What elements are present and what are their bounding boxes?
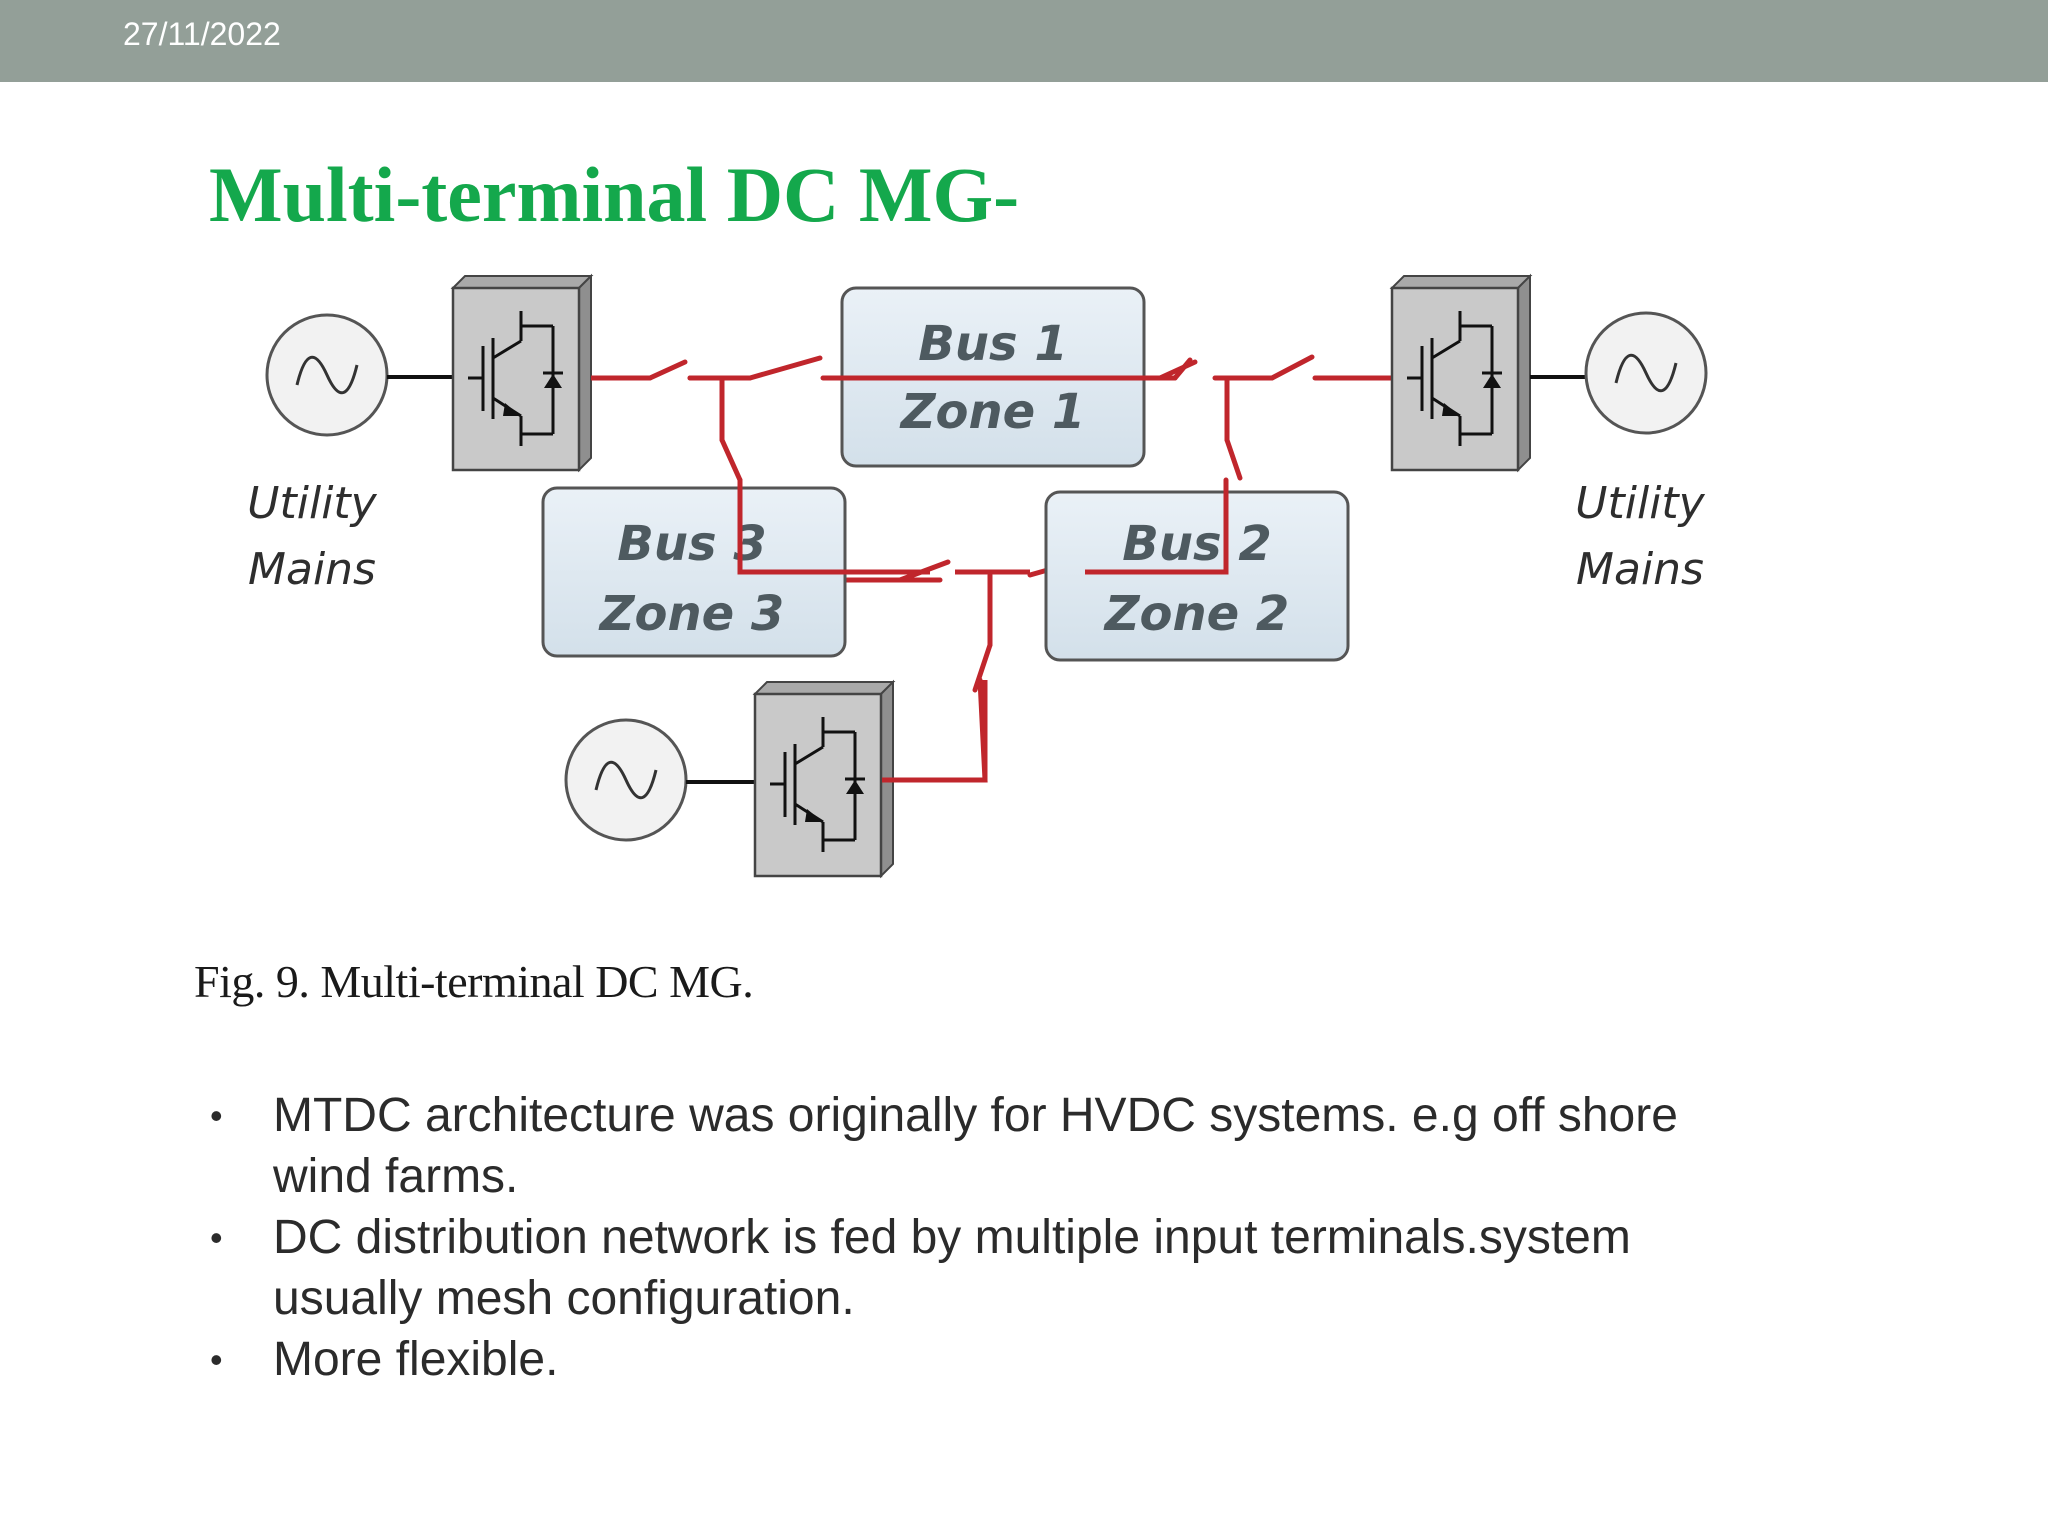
right-converter	[1390, 274, 1532, 472]
svg-text:Mains: Mains	[1576, 544, 1704, 595]
svg-text:Bus 1: Bus 1	[918, 316, 1067, 372]
right-utility-source	[1584, 311, 1708, 435]
bullet-text: DC distribution network is fed by multip…	[273, 1211, 1631, 1325]
bullet-list: • MTDC architecture was originally for H…	[205, 1085, 1765, 1390]
bullet-marker: •	[210, 1095, 223, 1136]
svg-text:Bus 2: Bus 2	[1122, 516, 1271, 572]
svg-text:Zone 3: Zone 3	[598, 586, 785, 642]
header-band	[0, 0, 2048, 82]
bullet-item: • MTDC architecture was originally for H…	[205, 1085, 1765, 1207]
svg-text:Zone 1: Zone 1	[899, 384, 1086, 440]
bus-2-box: Bus 2 Zone 2	[1044, 490, 1350, 662]
bottom-source	[564, 718, 688, 842]
svg-text:Mains: Mains	[248, 544, 376, 595]
svg-text:Utility: Utility	[1575, 478, 1705, 529]
left-utility-source	[265, 313, 389, 437]
bullet-text: MTDC architecture was originally for HVD…	[273, 1089, 1678, 1203]
bottom-converter	[753, 680, 895, 878]
bullet-marker: •	[210, 1217, 223, 1258]
bullet-item: • DC distribution network is fed by mult…	[205, 1207, 1765, 1329]
slide-title: Multi-terminal DC MG-	[209, 151, 1020, 238]
slide-date: 27/11/2022	[123, 16, 281, 52]
bullet-item: • More flexible.	[205, 1329, 1765, 1390]
svg-text:Zone 2: Zone 2	[1103, 586, 1290, 642]
figure-caption: Fig. 9. Multi-terminal DC MG.	[194, 956, 754, 1007]
left-converter	[451, 274, 593, 472]
bullet-marker: •	[210, 1339, 223, 1380]
bullet-text: More flexible.	[273, 1333, 559, 1386]
utility-mains-left-label: Utility Mains	[247, 478, 377, 595]
utility-mains-right-label: Utility Mains	[1575, 478, 1705, 595]
svg-text:Bus 3: Bus 3	[617, 516, 766, 572]
svg-text:Utility: Utility	[247, 478, 377, 529]
